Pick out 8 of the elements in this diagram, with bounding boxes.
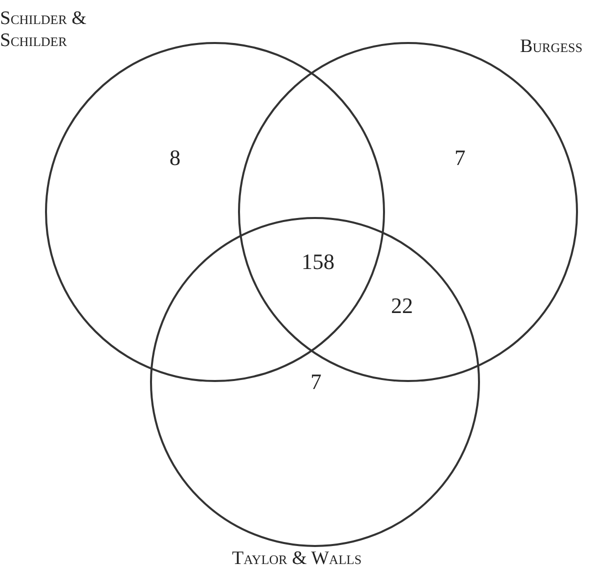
region-count: 7 [454, 145, 466, 171]
set-name: Burgess [520, 36, 583, 58]
region-count: 158 [302, 249, 334, 275]
set-name: Taylor & Walls [232, 548, 362, 570]
region-count: 22 [391, 293, 413, 319]
set-name: Schilder & Schilder [0, 8, 88, 52]
region-count: 8 [170, 145, 180, 171]
region-count: 7 [310, 369, 322, 395]
